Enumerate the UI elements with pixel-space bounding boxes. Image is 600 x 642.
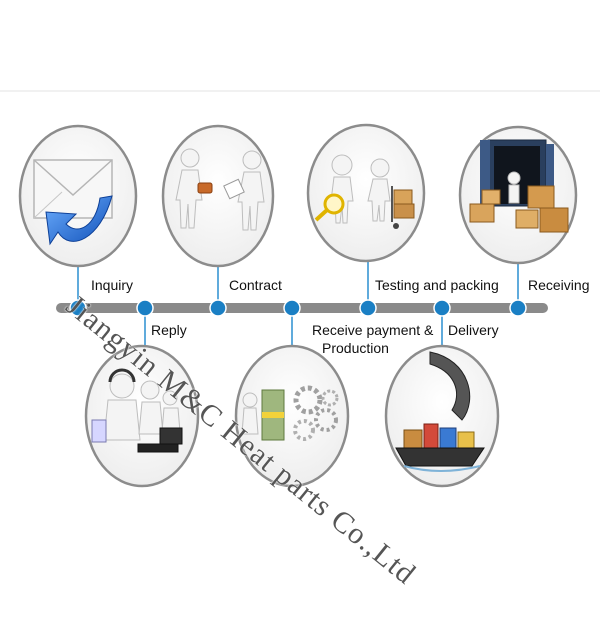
circle-contract: [161, 124, 275, 268]
node-reply: [136, 299, 154, 317]
process-diagram: [0, 90, 600, 488]
call-center-icon: [91, 368, 183, 453]
step-label-reply: Reply: [151, 322, 187, 338]
container-boxes-icon: [469, 139, 569, 233]
step-label-receiving: Receiving: [528, 277, 590, 293]
circle-receiving: [458, 125, 578, 265]
envelope-icon: [33, 159, 113, 246]
node-receiving: [509, 299, 527, 317]
step-label-inquiry: Inquiry: [91, 277, 134, 293]
step-label-payment-line1: Receive payment &: [312, 322, 434, 338]
magnifier-figure-icon: [314, 154, 415, 229]
circle-testing: [306, 123, 426, 263]
handshake-figures-icon: [175, 148, 265, 231]
cargo-ship-icon: [395, 351, 485, 472]
node-delivery: [433, 299, 451, 317]
circle-payment: [234, 344, 350, 488]
circle-inquiry: [18, 124, 138, 268]
node-testing: [359, 299, 377, 317]
node-inquiry: [69, 299, 87, 317]
money-gears-icon: [241, 385, 339, 441]
circle-reply: [84, 344, 200, 488]
step-label-contract: Contract: [229, 277, 282, 293]
circle-delivery: [384, 344, 500, 488]
timeline-nodes: [69, 299, 527, 317]
node-contract: [209, 299, 227, 317]
step-label-payment-line2: Production: [322, 340, 389, 356]
step-label-delivery: Delivery: [448, 322, 499, 338]
timeline-bar: [56, 303, 548, 313]
step-label-testing: Testing and packing: [375, 277, 499, 293]
node-payment: [283, 299, 301, 317]
